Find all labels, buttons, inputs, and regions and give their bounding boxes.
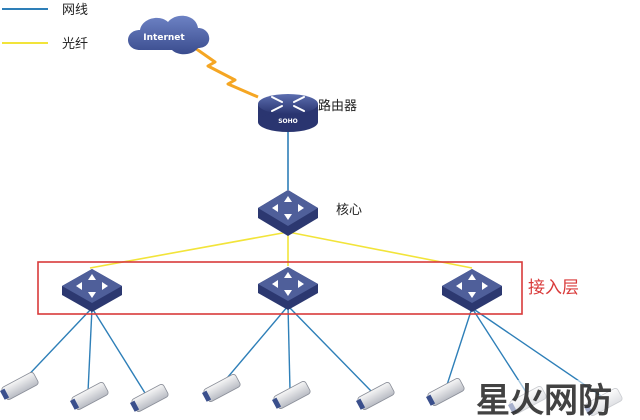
cable-link [287, 305, 373, 393]
watermark-text: 星火网防 [476, 381, 612, 420]
access-switch-icon [442, 269, 502, 312]
legend-cable-label: 网线 [62, 3, 88, 18]
core-node: 核心 [258, 190, 362, 236]
router-icon: SOHO [258, 94, 318, 132]
core-switch-icon [258, 190, 318, 236]
ip-camera-icon [271, 381, 311, 409]
access-layer: 接入层 [37, 261, 579, 315]
access-switch-icon [258, 267, 318, 310]
legend-fiber-label: 光纤 [62, 37, 88, 52]
ip-camera-icon [425, 378, 465, 406]
cloud-icon [128, 15, 210, 55]
router-badge: SOHO [278, 118, 298, 125]
cable-link [287, 305, 291, 391]
watermark: 星火网防 [468, 380, 636, 420]
access-switch [62, 269, 122, 312]
router-label: 路由器 [318, 98, 357, 114]
core-label: 核心 [336, 203, 362, 218]
ip-camera-icon [129, 384, 169, 412]
cable-link [445, 307, 473, 389]
internet-cloud: Internet [128, 15, 210, 55]
links [19, 46, 605, 399]
cable-link [91, 307, 146, 394]
ip-camera-icon [0, 372, 39, 400]
internet-label: Internet [143, 33, 185, 43]
wan-link [194, 46, 259, 99]
router-node: SOHO 路由器 [258, 94, 357, 132]
access-switch [442, 269, 502, 312]
access-layer-label: 接入层 [528, 278, 579, 298]
legend: 网线 光纤 [2, 3, 88, 52]
ip-camera-icon [355, 382, 395, 410]
ip-camera-icon [69, 382, 109, 410]
ip-camera-icon [201, 374, 241, 402]
access-layer-frame [37, 261, 523, 315]
cable-link [221, 305, 289, 385]
access-switch-icon [62, 269, 122, 312]
cable-link [87, 307, 93, 393]
access-switch [258, 267, 318, 310]
cable-link [19, 307, 93, 385]
